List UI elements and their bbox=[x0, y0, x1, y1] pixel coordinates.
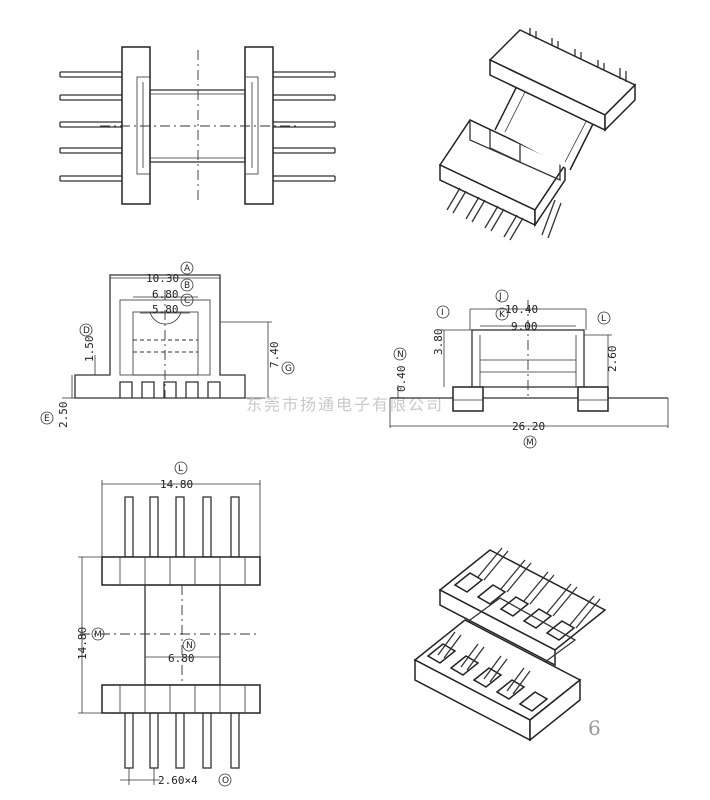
dim-L: 2.60 bbox=[606, 346, 619, 373]
label-D: D bbox=[83, 326, 90, 336]
isometric-view-top bbox=[438, 28, 637, 241]
dim-I: 3.80 bbox=[432, 329, 445, 356]
dim-bottom-O: 2.60×4 bbox=[158, 774, 198, 787]
label-bottom-O: O bbox=[222, 776, 229, 786]
bottom-view: 14.80 L 14.80 M 6.80 N 2.60×4 O bbox=[76, 461, 261, 787]
isometric-view-bottom bbox=[413, 547, 607, 742]
dim-A: 10.30 bbox=[146, 272, 179, 285]
side-view: 10.40 J 9.00 K 3.80 I 2.60 L 0.40 N 26.2… bbox=[389, 289, 669, 449]
label-I: I bbox=[441, 308, 444, 318]
label-M: M bbox=[526, 438, 534, 448]
dim-bottom-L: 14.80 bbox=[160, 478, 193, 491]
dim-bottom-N: 6.80 bbox=[168, 652, 195, 665]
label-L: L bbox=[601, 314, 606, 324]
dim-J: 10.40 bbox=[505, 303, 538, 316]
label-K: K bbox=[499, 310, 506, 320]
dim-C: 5.80 bbox=[152, 303, 179, 316]
dim-N: 0.40 bbox=[395, 366, 408, 393]
dim-E: 2.50 bbox=[57, 402, 70, 429]
dim-D: 1.50 bbox=[83, 336, 96, 363]
label-C: C bbox=[184, 296, 190, 306]
dim-K: 9.00 bbox=[511, 320, 538, 333]
label-bottom-M: M bbox=[94, 630, 102, 640]
label-A: A bbox=[184, 264, 191, 274]
label-N: N bbox=[397, 350, 404, 360]
dim-G: 7.40 bbox=[268, 342, 281, 369]
dim-B: 6.80 bbox=[152, 288, 179, 301]
label-E: E bbox=[44, 414, 50, 424]
dim-bottom-M: 14.80 bbox=[76, 627, 89, 660]
label-J: J bbox=[498, 292, 502, 302]
label-bottom-L: L bbox=[178, 464, 183, 474]
label-G: G bbox=[285, 364, 292, 374]
company-watermark: 东莞市扬通电子有限公司 bbox=[246, 395, 444, 414]
label-bottom-N: N bbox=[186, 641, 193, 651]
label-B: B bbox=[184, 281, 190, 291]
top-view bbox=[59, 46, 336, 205]
front-view: 10.30 A 6.80 B 5.80 C 1.50 D 2.50 E 7.40… bbox=[40, 261, 295, 429]
page-number: 6 bbox=[588, 716, 601, 740]
dim-M: 26.20 bbox=[512, 420, 545, 433]
